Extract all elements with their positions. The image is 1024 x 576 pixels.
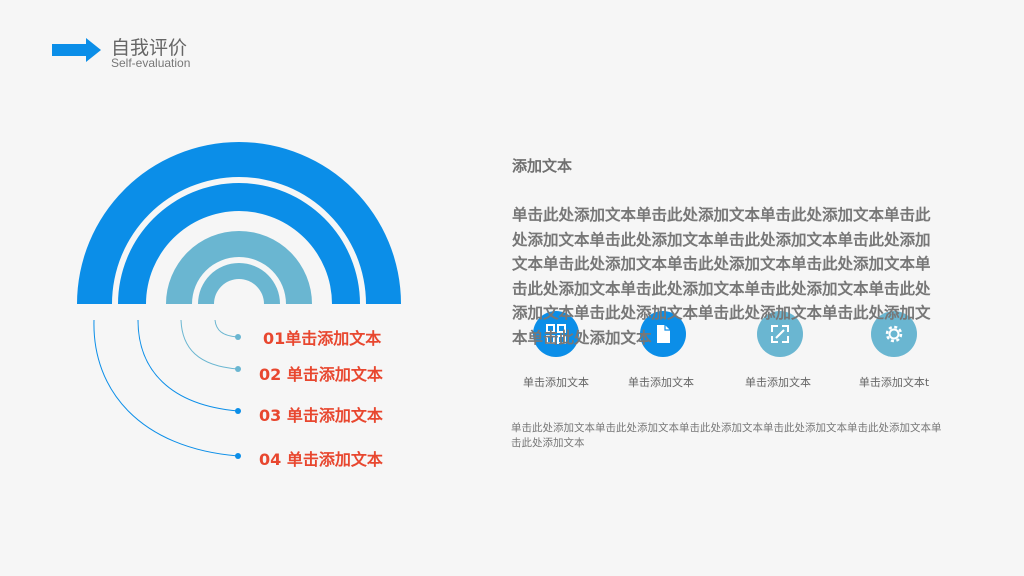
connector-line-4: [93, 319, 239, 457]
icon-caption: 单击添加文本: [628, 376, 694, 389]
page-title: 自我评价: [111, 37, 188, 59]
bottom-paragraph: 单击此处添加文本单击此处添加文本单击此处添加文本单击此处添加文本单击此处添加文本…: [511, 422, 942, 449]
icon-caption: 单击添加文本t: [858, 376, 930, 389]
list-item: 02 单击添加文本: [259, 365, 383, 384]
list-item: 03 单击添加文本: [259, 406, 383, 425]
connector-line-2: [180, 319, 239, 370]
inner-arc: [198, 263, 280, 304]
icon-caption: 单击添加文本: [745, 376, 811, 389]
semicircle-graphic: [77, 142, 401, 459]
grid-icon-circle[interactable]: [533, 311, 579, 357]
gear-icon: [885, 325, 903, 343]
list-item: 04 单击添加文本: [259, 450, 383, 469]
connector-dot-4: [235, 453, 241, 459]
arrow-icon: [52, 38, 101, 62]
expand-icon-circle[interactable]: [757, 311, 803, 357]
page-subtitle: Self-evaluation: [111, 56, 191, 70]
second-arc: [118, 183, 360, 304]
connector-dot-1: [235, 334, 241, 340]
connector-line-1: [214, 319, 239, 338]
connector-dot-3: [235, 408, 241, 414]
grid-icon: [546, 324, 566, 344]
list-item: 01单击添加文本: [263, 329, 382, 348]
third-arc: [166, 231, 312, 304]
connector-line-3: [137, 319, 239, 412]
content-heading: 添加文本: [512, 157, 573, 175]
document-icon-circle[interactable]: [640, 311, 686, 357]
connector-dot-2: [235, 366, 241, 372]
gear-icon-circle[interactable]: [871, 311, 917, 357]
icon-caption: 单击添加文本: [523, 376, 589, 389]
expand-icon: [771, 325, 789, 343]
outer-arc: [77, 142, 401, 304]
content-paragraph: 单击此处添加文本单击此处添加文本单击此处添加文本单击此处添加文本单击此处添加文本…: [512, 206, 931, 347]
document-icon: [657, 325, 670, 343]
